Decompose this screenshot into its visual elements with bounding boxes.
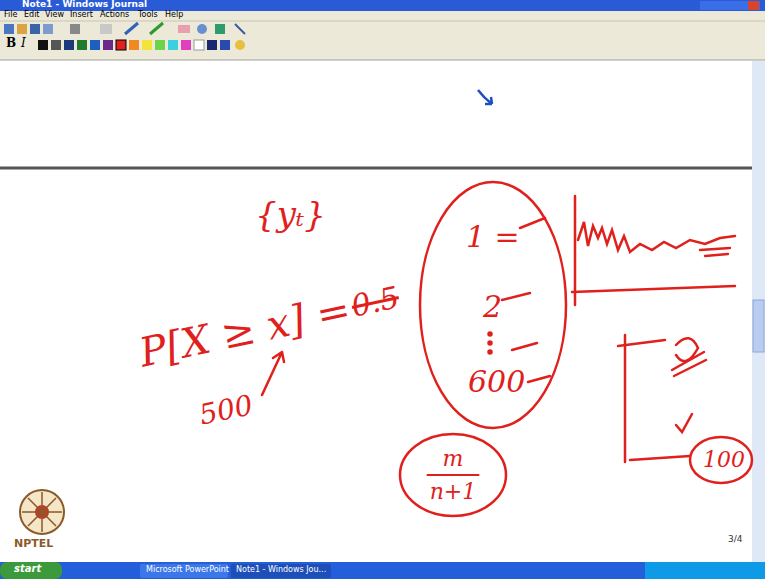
ink-dash [502, 293, 530, 300]
bracket-vertical [624, 335, 627, 462]
color-swatch [235, 40, 245, 50]
color-swatches [38, 40, 245, 50]
color-swatch [77, 40, 87, 50]
menu-item: Tools [138, 10, 158, 19]
menu-item: Insert [70, 10, 93, 19]
ink-dash [528, 376, 550, 382]
color-swatch [181, 40, 191, 50]
menu-item: File [4, 10, 17, 19]
writing-canvas [0, 61, 752, 562]
color-swatch [38, 40, 48, 50]
ellipsis-dot [489, 351, 492, 354]
circled-number-ring [690, 437, 752, 483]
page-separator [0, 167, 752, 170]
window-buttons [700, 1, 760, 10]
highlighter-icon [150, 23, 163, 34]
bracket-bottom [630, 456, 690, 460]
numbered-ellipse: 1 = 2 600 [418, 180, 568, 430]
list-number: 1 = [466, 220, 520, 255]
series-notation: {yₜ} [255, 195, 326, 234]
nptel-logo [20, 490, 64, 534]
tool-icon [4, 24, 14, 34]
menu-item: View [45, 10, 64, 19]
color-swatch [207, 40, 217, 50]
scrollbar [752, 61, 765, 562]
start-button [0, 562, 62, 579]
taskbar-item: Microsoft PowerPoint [146, 565, 229, 574]
eraser-icon [178, 25, 190, 33]
color-swatch [103, 40, 113, 50]
fraction-term: m [443, 446, 464, 471]
time-axis-vertical [574, 196, 577, 305]
taskbar [0, 562, 765, 579]
color-swatch [155, 40, 165, 50]
logo-spokes [22, 492, 62, 532]
logo-wheel [20, 490, 64, 534]
color-swatch [64, 40, 74, 50]
pointer-arrow [262, 352, 284, 395]
menu-item: Help [165, 10, 183, 19]
tool-icon [43, 24, 53, 34]
ellipse-outline [420, 182, 566, 428]
tool-icon [215, 24, 225, 34]
ellipsis-dot [489, 333, 492, 336]
fraction-bar [427, 474, 480, 476]
ink-dash [520, 218, 545, 228]
system-tray [645, 562, 765, 579]
title-bar [0, 0, 765, 11]
node-outline [398, 432, 508, 518]
color-swatch [51, 40, 61, 50]
color-swatch [168, 40, 178, 50]
pen-icon [125, 23, 138, 34]
page-indicator: 3/4 [728, 534, 742, 544]
list-number: 2 [483, 290, 502, 325]
fraction-circle: m n+1 [398, 432, 508, 518]
color-swatch [220, 40, 230, 50]
taskbar-button [231, 564, 331, 578]
toolbar-border [0, 60, 765, 61]
red-ink-strokes [262, 196, 752, 483]
color-swatch [90, 40, 100, 50]
tool-icon [70, 24, 80, 34]
menu-divider [0, 21, 765, 22]
italic-button: I [21, 37, 26, 51]
close-button [748, 1, 759, 10]
tool-icon [100, 24, 112, 34]
color-swatch [116, 40, 126, 50]
color-swatch [129, 40, 139, 50]
check-mark [676, 414, 692, 432]
time-axis-horizontal [572, 286, 735, 292]
tool-icon [17, 24, 27, 34]
circled-number: 100 [703, 447, 745, 472]
color-swatch [142, 40, 152, 50]
taskbar-button [140, 564, 228, 578]
ink-dash [512, 343, 537, 350]
start-label: start [14, 563, 41, 575]
ink-marks [700, 248, 730, 256]
color-swatch [194, 40, 204, 50]
blue-ink-arrow [478, 90, 492, 104]
menu-toolbar-area [0, 11, 765, 60]
list-number: 600 [468, 365, 525, 400]
toolbar-icons [4, 23, 245, 34]
menu-item: Actions [100, 10, 129, 19]
ellipsis-dot [489, 342, 492, 345]
logo-text: NPTEL [14, 538, 53, 551]
tool-icon [30, 24, 40, 34]
taskbar-item: Note1 - Windows Jou... [236, 565, 326, 574]
tool-icon [197, 24, 207, 34]
window-title: Note1 - Windows Journal [22, 0, 147, 9]
crossed-scribble [672, 338, 706, 376]
bracket-top [618, 340, 665, 346]
bold-button: B [6, 37, 16, 51]
fraction-term: n+1 [430, 479, 477, 504]
scrollbar-thumb [753, 300, 764, 352]
circle-outline [400, 434, 506, 516]
tool-icon [235, 24, 245, 34]
menu-item: Edit [24, 10, 40, 19]
time-series-sketch [578, 222, 735, 252]
